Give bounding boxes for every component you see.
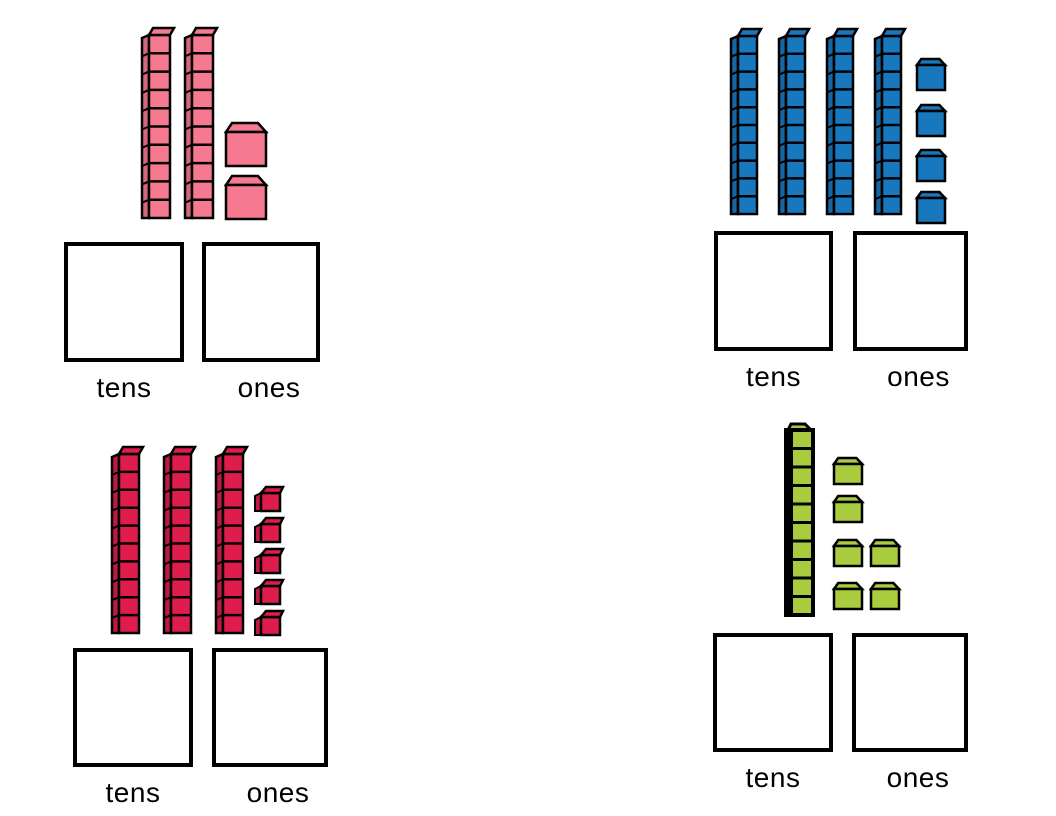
ones-cube[interactable] <box>254 547 286 575</box>
block-group-top-left <box>140 26 269 221</box>
ones-answer-box[interactable] <box>202 242 320 362</box>
tens-answer-box[interactable] <box>713 633 833 752</box>
ones-cube[interactable] <box>914 103 948 138</box>
ones-cube[interactable] <box>254 578 286 606</box>
ones-cube[interactable] <box>831 456 865 486</box>
ones-cube[interactable] <box>223 174 269 221</box>
tens-label: tens <box>96 372 152 403</box>
tens-answer-box[interactable] <box>64 242 184 362</box>
ones-cube[interactable] <box>914 148 948 183</box>
block-group-bottom-right <box>784 422 902 617</box>
tens-answer-box[interactable] <box>73 648 193 767</box>
tens-rod[interactable] <box>214 445 250 635</box>
tens-label: tens <box>746 361 801 392</box>
ones-label: ones <box>887 361 950 392</box>
tens-rod[interactable] <box>873 27 908 216</box>
tens-label: tens <box>105 777 161 808</box>
ones-cube[interactable] <box>831 538 865 568</box>
ones-label: ones <box>246 777 310 808</box>
block-group-bottom-left <box>110 445 286 637</box>
ones-cube[interactable] <box>868 581 902 611</box>
tens-answer-box[interactable] <box>714 231 833 351</box>
ones-label: ones <box>886 762 950 793</box>
tens-rod[interactable] <box>729 27 764 216</box>
ones-cube[interactable] <box>254 516 286 544</box>
ones-cube[interactable] <box>223 121 269 168</box>
ones-cube[interactable] <box>868 538 902 568</box>
tens-rod[interactable] <box>825 27 860 216</box>
block-group-top-right <box>729 27 948 225</box>
ones-cube[interactable] <box>914 57 948 92</box>
tens-rod[interactable] <box>140 26 177 220</box>
ones-answer-box[interactable] <box>852 633 968 752</box>
ones-cube[interactable] <box>914 190 948 225</box>
ones-cube[interactable] <box>254 485 286 513</box>
tens-rod[interactable] <box>784 422 815 617</box>
tens-rod[interactable] <box>110 445 146 635</box>
tens-rod[interactable] <box>777 27 812 216</box>
ones-answer-box[interactable] <box>853 231 968 351</box>
ones-answer-box[interactable] <box>212 648 328 767</box>
ones-label: ones <box>237 372 301 403</box>
ones-cube[interactable] <box>831 494 865 524</box>
tens-rod[interactable] <box>183 26 220 220</box>
tens-label: tens <box>745 762 801 793</box>
tens-rod[interactable] <box>162 445 198 635</box>
ones-cube[interactable] <box>831 581 865 611</box>
ones-cube[interactable] <box>254 609 286 637</box>
